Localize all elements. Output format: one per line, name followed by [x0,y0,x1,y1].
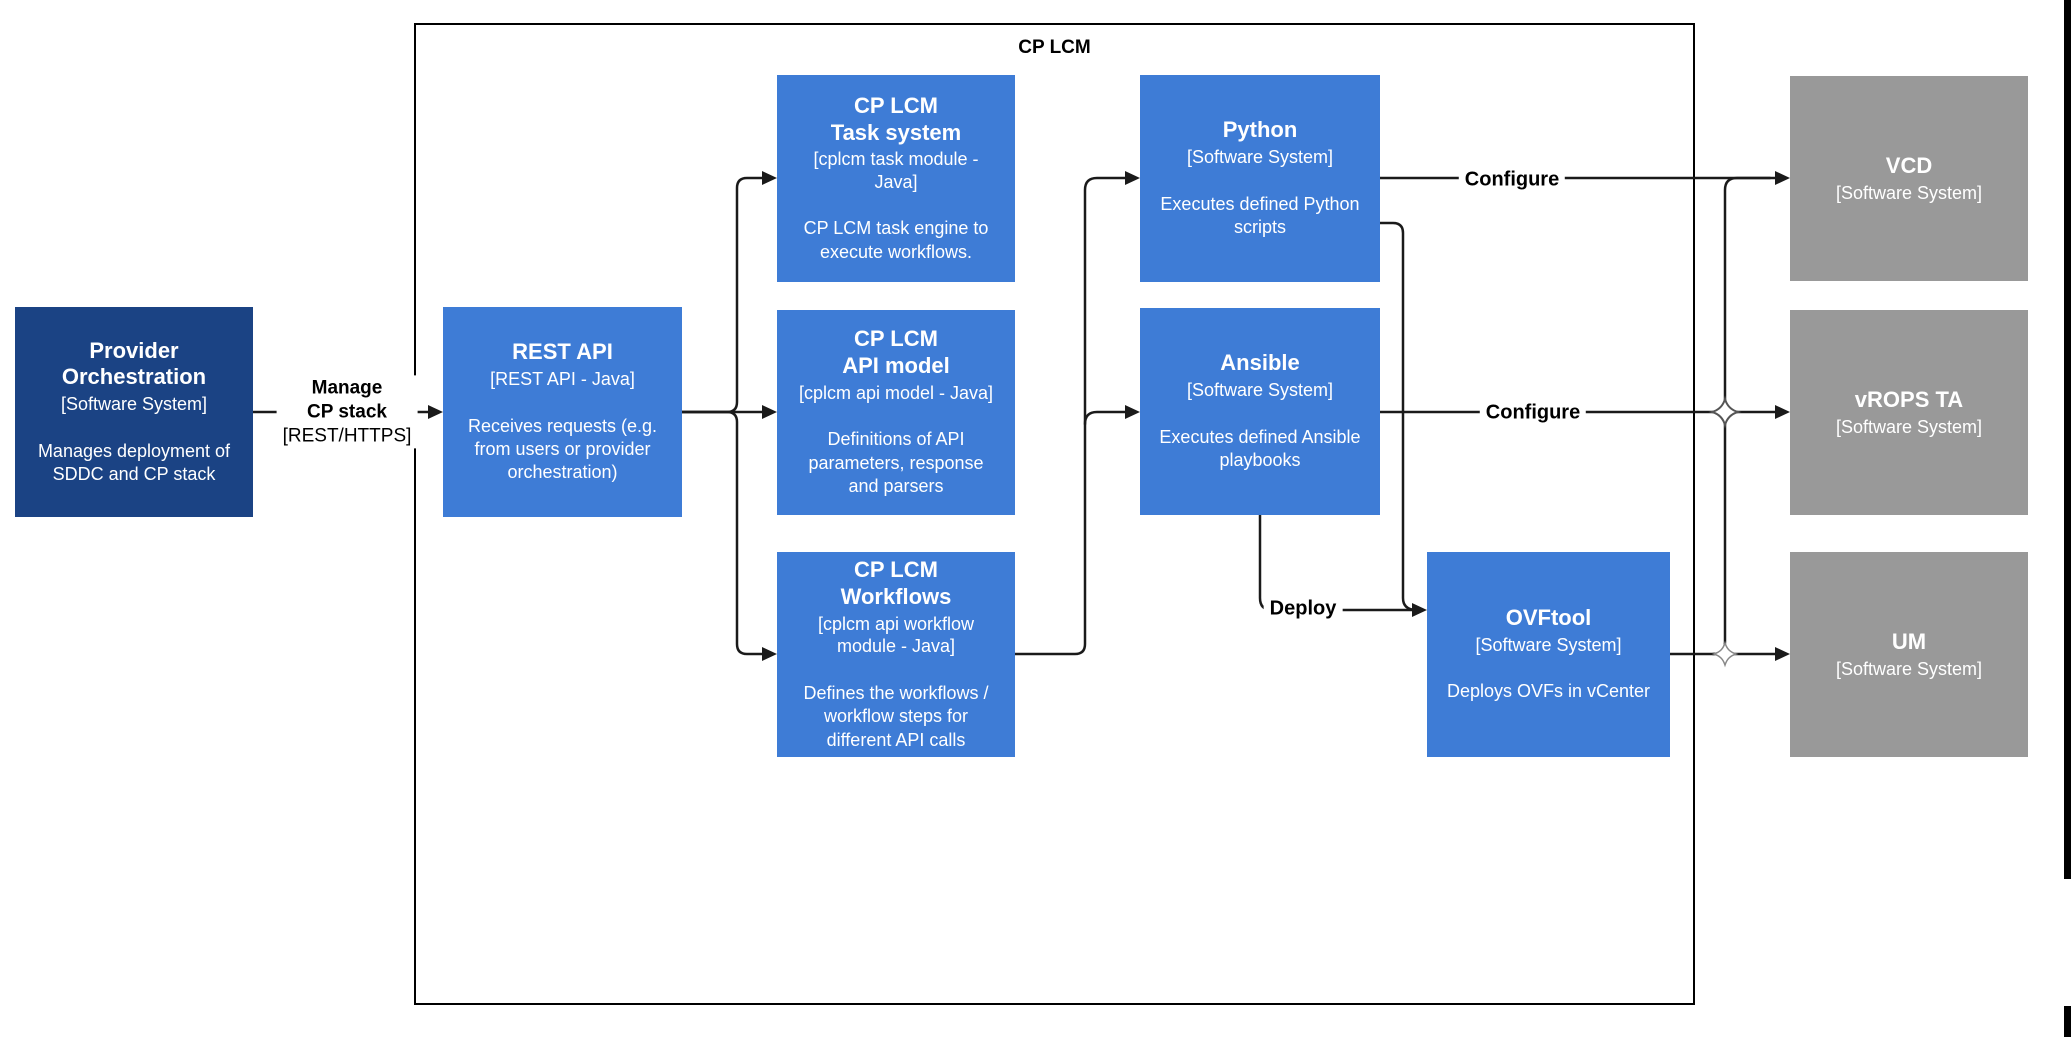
edge-label-manage-cp-stack: Manage CP stack [REST/HTTPS] [276,375,418,449]
arrowhead [1412,603,1427,617]
edge-label-line: Manage [311,377,383,399]
node-subtitle: [Software System] [1186,380,1334,401]
edge-workflows-python [1013,176,1130,656]
arrowhead [1125,171,1140,185]
node-title: Python [1222,117,1298,143]
edge-label-configure-vrops: Configure [1479,399,1587,427]
arrowhead [1775,647,1790,661]
node-subtitle: [Software System] [1835,182,1983,203]
arrowhead [762,171,777,185]
node-title: vROPS TA [1854,386,1964,412]
node-python: Python [Software System] Executes define… [1140,75,1380,282]
node-provider-orchestration: Provider Orchestration [Software System]… [15,307,253,517]
screen-edge-artifact [2064,0,2071,879]
node-title: VCD [1885,152,1933,178]
edge-label-line: CP stack [307,401,387,423]
node-subtitle: [REST API - Java] [490,369,635,390]
node-title: UM [1891,628,1927,654]
node-um: UM [Software System] [1790,552,2028,757]
node-vrops-ta: vROPS TA [Software System] [1790,310,2028,515]
node-subtitle: [Software System] [1475,634,1622,655]
arrowhead [428,405,443,419]
node-description: Executes defined Python scripts [1160,193,1360,238]
boundary-title: CP LCM [1018,37,1091,58]
node-subtitle: [cplcm api workflow module - Java] [817,613,975,657]
node-description: Manages deployment of SDDC and CP stack [37,440,231,485]
edge-python-ovftool [1378,221,1417,612]
node-subtitle: [Software System] [1835,658,1983,679]
node-subtitle: [Software System] [1186,147,1334,168]
edge-label-deploy: Deploy [1263,595,1343,623]
node-subtitle: [Software System] [60,394,208,415]
node-ansible: Ansible [Software System] Executes defin… [1140,308,1380,515]
node-title: Provider Orchestration [61,337,207,390]
line-crossing-marker [1708,395,1742,429]
node-title: OVFtool [1505,605,1592,631]
node-subtitle: [cplcm api model - Java] [798,382,994,403]
node-vcd: VCD [Software System] [1790,76,2028,281]
node-description: Definitions of API parameters, response … [808,429,984,497]
cp-lcm-boundary: CP LCM [414,23,1695,1005]
arrowhead [762,647,777,661]
node-rest-api: REST API [REST API - Java] Receives requ… [443,307,682,517]
node-subtitle: [cplcm task module - Java] [813,149,979,192]
node-description: Defines the workflows / workflow steps f… [803,682,989,750]
arrowhead [1125,405,1140,419]
node-description: CP LCM task engine to execute workflows. [803,218,989,262]
edge-label-configure-vcd: Configure [1458,166,1566,194]
node-subtitle: [Software System] [1835,416,1983,437]
arrowhead [1775,405,1790,419]
node-description: Executes defined Ansible playbooks [1159,426,1361,471]
edge-restapi-tasksystem [680,176,767,414]
node-description: Receives requests (e.g. from users or pr… [467,415,658,483]
screen-edge-artifact [2064,1006,2071,1037]
line-junction-marker [1711,640,1739,668]
arrowhead [762,405,777,419]
node-ovftool: OVFtool [Software System] Deploys OVFs i… [1427,552,1670,757]
node-title: Ansible [1220,350,1300,376]
edge-workflows-ansible [1083,410,1130,426]
arrowhead [1775,171,1790,185]
node-description: Deploys OVFs in vCenter [1446,681,1651,702]
edge-label-line: [REST/HTTPS] [282,424,412,446]
edge-restapi-workflows [680,410,767,656]
node-title: REST API [512,339,613,365]
